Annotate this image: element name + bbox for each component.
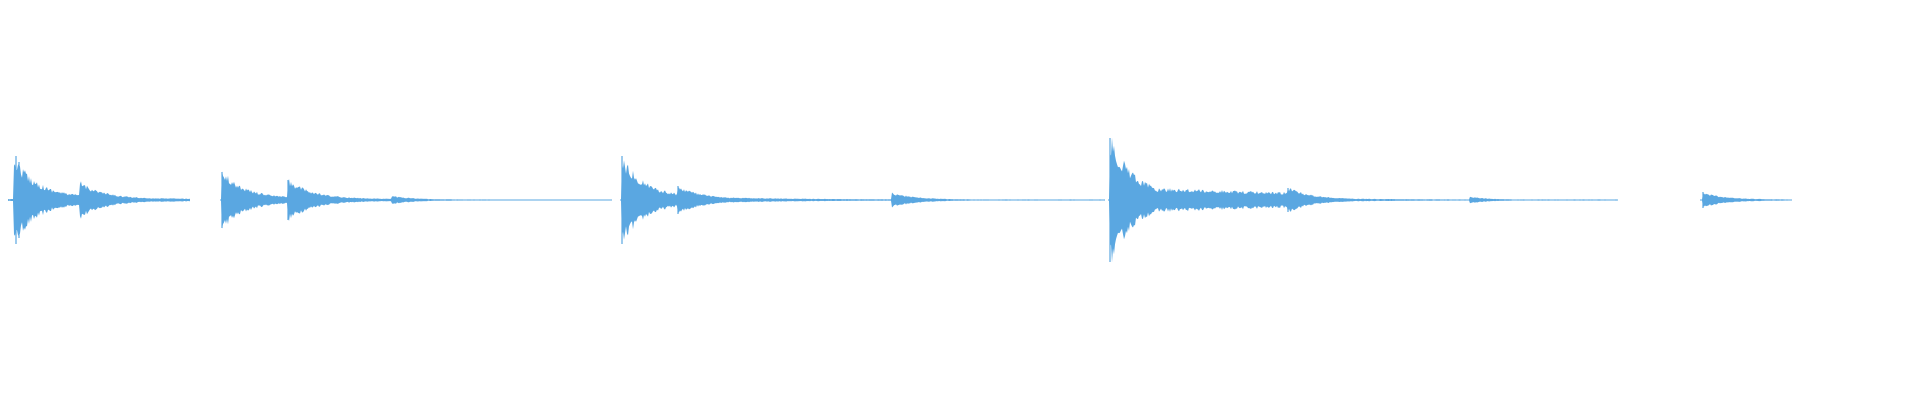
waveform-segment [8, 156, 190, 244]
waveform-segment [620, 156, 1105, 244]
waveform-segment [220, 171, 612, 229]
waveform-segment [1700, 192, 1792, 208]
waveform-segment [1108, 137, 1618, 263]
